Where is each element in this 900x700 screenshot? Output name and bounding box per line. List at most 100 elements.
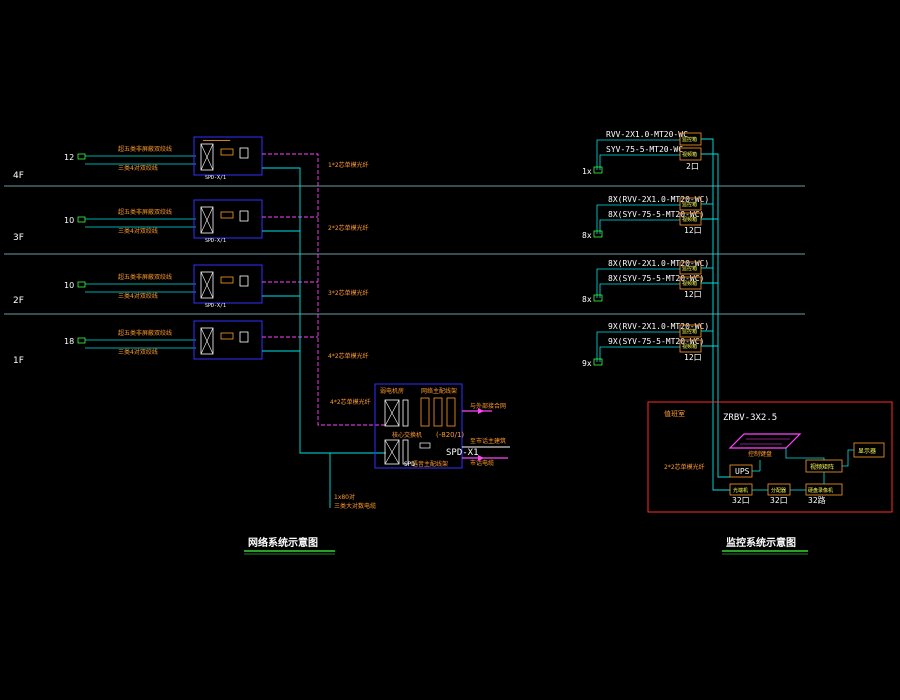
cable-label-top: 超五类非屏蔽双绞线 bbox=[118, 208, 172, 216]
spd-label: SPD-X/1 bbox=[205, 175, 226, 181]
outlet-count: 10 bbox=[64, 216, 74, 225]
main-distribution-label: 网络主配线架 bbox=[421, 387, 457, 395]
floor-label-2f: 2F bbox=[13, 296, 24, 306]
camera-icon bbox=[593, 358, 603, 366]
cable-b: SYV-75-5-MT20-WC bbox=[606, 145, 683, 154]
distributor-box bbox=[767, 483, 791, 496]
box-label-monitor: 监控箱 bbox=[682, 136, 697, 143]
camera-count: 8x bbox=[582, 295, 592, 304]
fiber-box-icon bbox=[239, 331, 249, 343]
control-fiber-label: 2*2芯单模光纤 bbox=[664, 463, 705, 471]
network-floor-4: 12 超五类非屏蔽双绞线 三类4对双绞线 ━━━━━━━━━ SPD-X/1 bbox=[64, 136, 263, 181]
cable-label-bottom: 三类4对双绞线 bbox=[118, 227, 158, 235]
camera-count: 8x bbox=[582, 231, 592, 240]
cable-a: 8X(RVV-2X1.0-MT20-WC) bbox=[608, 195, 709, 204]
outlet-icon bbox=[77, 337, 86, 344]
fiber-box-icon bbox=[239, 147, 249, 159]
network-floor-2: 10 超五类非屏蔽双绞线 三类4对双绞线 SPD-X/1 bbox=[64, 264, 263, 309]
core-switch-label: 核心交换机 bbox=[392, 431, 422, 439]
cable-a: RVV-2X1.0-MT20-WC bbox=[606, 130, 688, 139]
ups-label: UPS bbox=[735, 467, 750, 476]
monitor-display-label: 显示器 bbox=[858, 448, 876, 455]
dvr-label: 硬盘录像机 bbox=[808, 487, 833, 494]
optical-terminal-label: 光端机 bbox=[733, 487, 748, 494]
outlet-icon bbox=[77, 281, 86, 288]
floor-distribution-box bbox=[193, 320, 263, 360]
camera-count: 1x bbox=[582, 167, 592, 176]
floor-distribution-box bbox=[193, 264, 263, 304]
matrix-label: 视频矩阵 bbox=[810, 463, 834, 471]
cctv-row-3f: 8X(RVV-2X1.0-MT20-WC) 8X(SYV-75-5-MT20-W… bbox=[582, 195, 709, 240]
outlet-count: 10 bbox=[64, 281, 74, 290]
camera-count: 9x bbox=[582, 359, 592, 368]
cable-label-top: 超五类非屏蔽双绞线 bbox=[118, 273, 172, 281]
main-equipment-room: 弱电机房 网络主配线架 核心交换机 (-820/1) SPD-X1 语音主配线架… bbox=[374, 383, 510, 469]
distributor-label: 分配器 bbox=[771, 487, 786, 494]
cable-b: 9X(SYV-75-5-MT20-WC) bbox=[608, 337, 704, 346]
network-system: 12 超五类非屏蔽双绞线 三类4对双绞线 ━━━━━━━━━ SPD-X/1 1… bbox=[64, 136, 510, 555]
cable-label-top: 超五类非屏蔽双绞线 bbox=[118, 329, 172, 337]
fiber-cable-labels: 1*2芯单模光纤 2*2芯单模光纤 3*2芯单模光纤 4*2芯单模光纤 4*2芯… bbox=[328, 161, 371, 406]
keyboard-icon bbox=[728, 433, 802, 449]
spd-x1-label: SPD-X1 bbox=[446, 448, 479, 458]
ports: 12口 bbox=[684, 353, 702, 362]
floor-labels: 4F 3F 2F 1F bbox=[13, 171, 24, 366]
control-room: 值班室 ZRBV-3X2.5 控制键盘 UPS 2*2芯单模光纤 视频矩阵 显示… bbox=[647, 401, 893, 513]
optical-terminal-ports: 32口 bbox=[732, 496, 750, 505]
cctv-system: RVV-2X1.0-MT20-WC SYV-75-5-MT20-WC 1x 监控… bbox=[582, 130, 893, 555]
voice-patch-icon bbox=[384, 439, 400, 465]
box-label-video: 视频箱 bbox=[682, 151, 697, 158]
link-external: 至市话主建筑 bbox=[470, 437, 506, 445]
spd-label: SPD-X/1 bbox=[205, 303, 226, 309]
copper-risers bbox=[262, 167, 386, 508]
box-label-video: 视频箱 bbox=[682, 216, 697, 223]
cable-b: 8X(SYV-75-5-MT20-WC) bbox=[608, 274, 704, 283]
ports: 12口 bbox=[684, 226, 702, 235]
patch-panel-c bbox=[446, 397, 456, 427]
fiber-box-icon bbox=[239, 275, 249, 287]
outlet-count: 12 bbox=[64, 153, 74, 162]
outlet-icon bbox=[77, 216, 86, 223]
spd-output: (-820/1) bbox=[436, 431, 464, 439]
dvr-ports: 32路 bbox=[808, 495, 826, 505]
trunk-label-1: 1x80对 bbox=[334, 493, 355, 501]
fiber-label-5: 4*2芯单模光纤 bbox=[330, 398, 371, 406]
network-floor-3: 10 超五类非屏蔽双绞线 三类4对双绞线 SPD-X/1 bbox=[64, 199, 263, 244]
cctv-row-2f: 8X(RVV-2X1.0-MT20-WC) 8X(SYV-75-5-MT20-W… bbox=[582, 259, 709, 304]
cable-b: 8X(SYV-75-5-MT20-WC) bbox=[608, 210, 704, 219]
power-cable: ZRBV-3X2.5 bbox=[723, 413, 777, 423]
camera-icon bbox=[593, 230, 603, 238]
main-room-box bbox=[374, 383, 463, 469]
cable-label-bottom: 三类4对双绞线 bbox=[118, 164, 158, 172]
patch-panel-b bbox=[433, 397, 443, 427]
trunk-label-2: 三类大对数电缆 bbox=[334, 502, 376, 510]
patch-panel-icon bbox=[200, 271, 214, 299]
link-internet: 与外部接合网 bbox=[470, 402, 506, 410]
patch-panel-icon bbox=[200, 143, 214, 171]
cable-label-bottom: 三类4对双绞线 bbox=[118, 348, 158, 356]
optical-terminal-box bbox=[729, 483, 753, 496]
floor-label-1f: 1F bbox=[13, 356, 24, 366]
core-patch-icon bbox=[384, 399, 400, 427]
camera-icon bbox=[593, 166, 603, 174]
distributor-ports: 32口 bbox=[770, 496, 788, 505]
room-name: 值班室 bbox=[664, 409, 685, 418]
switch-icon bbox=[220, 211, 234, 219]
cctv-row-1f: 9X(RVV-2X1.0-MT20-WC) 9X(SYV-75-5-MT20-W… bbox=[582, 322, 709, 368]
patch-panel-a bbox=[420, 397, 430, 427]
floor-dividers bbox=[4, 185, 805, 315]
outlet-icon bbox=[77, 153, 86, 160]
floor-label-4f: 4F bbox=[13, 171, 24, 181]
fiber-risers bbox=[262, 153, 386, 426]
link-phone: 市话电缆 bbox=[470, 459, 494, 467]
fiber-label-3: 3*2芯单模光纤 bbox=[328, 289, 369, 297]
floor-distribution-box bbox=[193, 199, 263, 239]
cctv-diagram-title: 监控系统示意图 bbox=[726, 536, 796, 549]
box-label-video: 视频箱 bbox=[682, 280, 697, 287]
cctv-risers bbox=[701, 138, 730, 491]
box-label-monitor: 监控箱 bbox=[682, 265, 697, 272]
ports: 12口 bbox=[684, 290, 702, 299]
camera-icon bbox=[593, 294, 603, 302]
floor-label-3f: 3F bbox=[13, 233, 24, 243]
